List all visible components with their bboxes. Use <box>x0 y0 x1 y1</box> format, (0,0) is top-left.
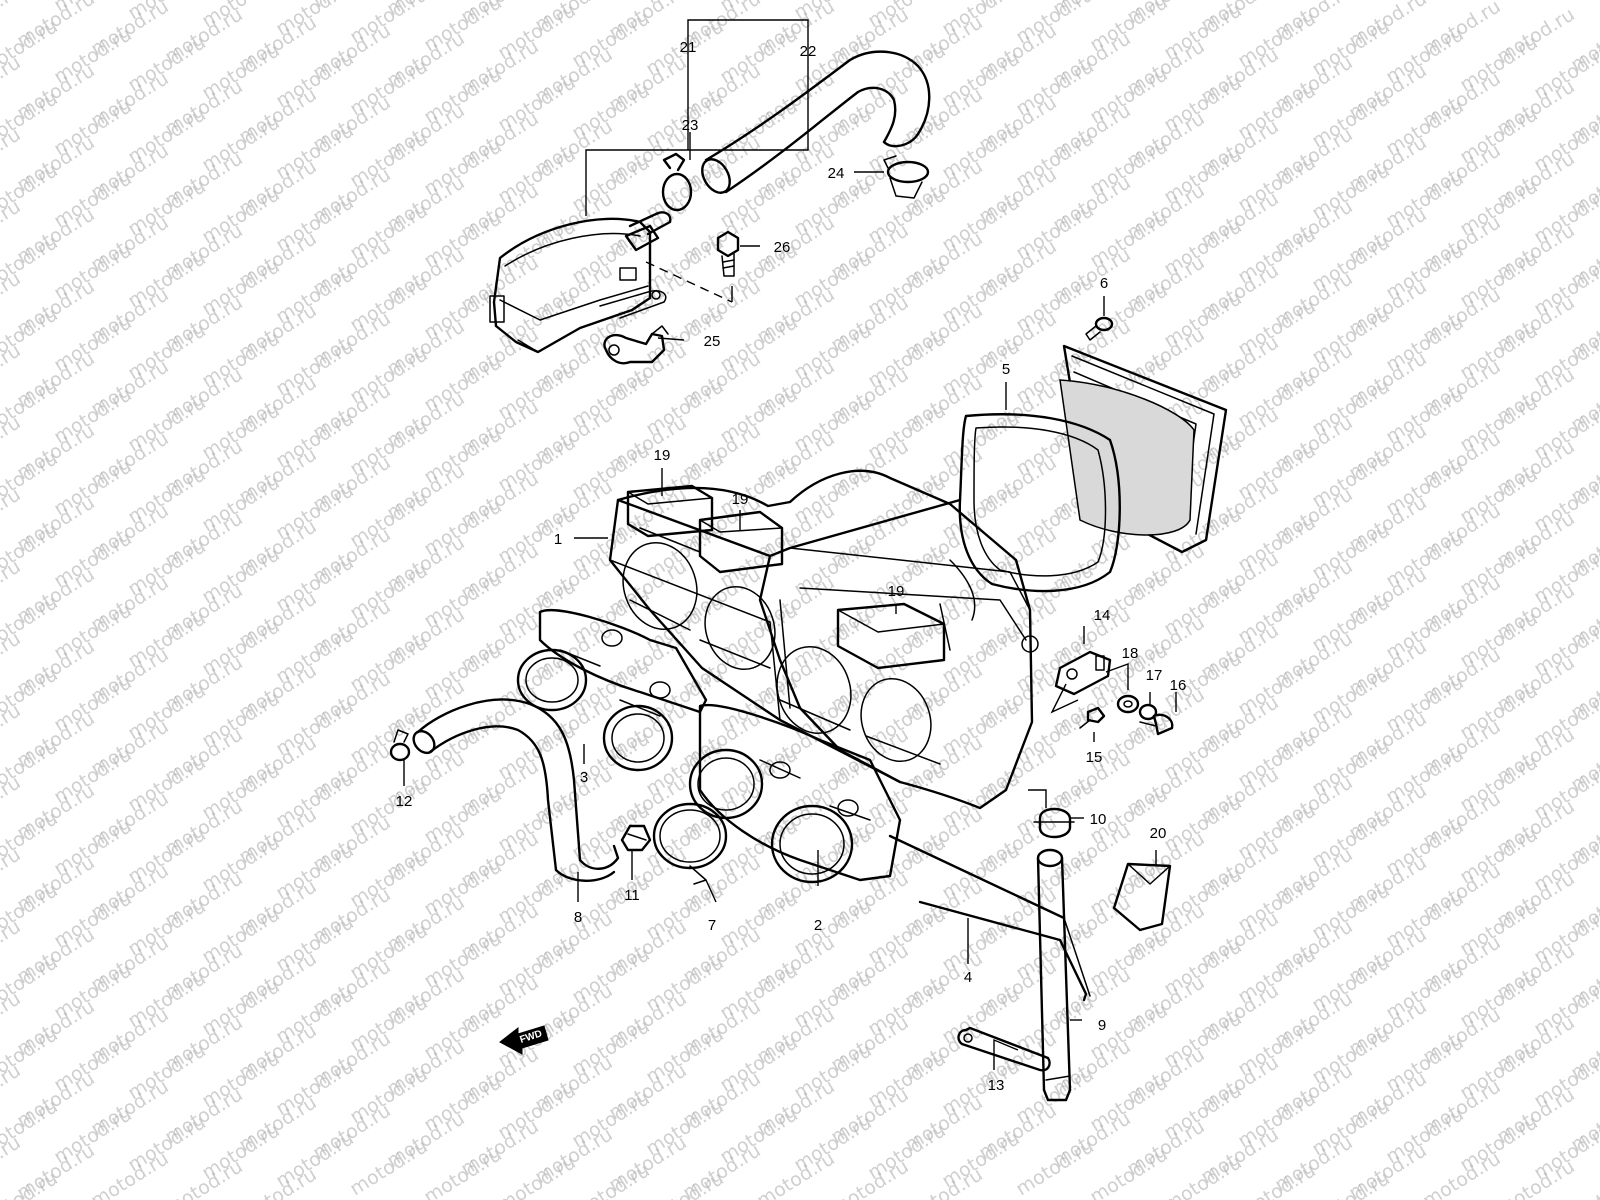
callout-11: 11 <box>624 887 640 904</box>
watermark-text: motod.ru <box>1234 1159 1320 1200</box>
callout-14: 14 <box>1094 607 1111 624</box>
callout-3: 3 <box>580 769 588 786</box>
callout-19-b: 19 <box>732 491 749 508</box>
callout-19-c: 19 <box>888 583 905 600</box>
watermark-text: motod.ru <box>420 1143 506 1200</box>
callout-8: 8 <box>574 909 582 926</box>
callout-23: 23 <box>682 117 699 134</box>
callout-22: 22 <box>800 43 817 60</box>
callout-13: 13 <box>988 1077 1005 1094</box>
callout-21: 21 <box>680 39 697 56</box>
callout-2: 2 <box>814 917 822 934</box>
watermark-text: motod.ru <box>346 1135 432 1200</box>
callout-19-a: 19 <box>654 447 671 464</box>
callout-15: 15 <box>1086 749 1103 766</box>
watermark-text: motod.ru <box>0 1167 62 1200</box>
watermark-text: motod.ru <box>1012 1135 1098 1200</box>
callout-26: 26 <box>774 239 791 256</box>
callout-9: 9 <box>1098 1017 1106 1034</box>
callout-10: 10 <box>1090 811 1107 828</box>
callout-7: 7 <box>708 917 716 934</box>
callout-4: 4 <box>964 969 972 986</box>
callout-5: 5 <box>1002 361 1010 378</box>
watermark-text: motod.ru <box>494 1151 580 1200</box>
callout-16: 16 <box>1170 677 1187 694</box>
callout-17: 17 <box>1146 667 1163 684</box>
watermark-text: motod.ru <box>1086 1143 1172 1200</box>
callout-20: 20 <box>1150 825 1167 842</box>
callout-6: 6 <box>1100 275 1108 292</box>
grommet-18 <box>1116 694 1140 714</box>
callout-1: 1 <box>554 531 562 548</box>
callout-18: 18 <box>1122 645 1139 662</box>
callout-12: 12 <box>396 793 413 810</box>
watermark-text: motod.ru <box>1160 1151 1246 1200</box>
watermark-text: motod.ru <box>568 1159 654 1200</box>
callout-24: 24 <box>828 165 845 182</box>
callout-25: 25 <box>704 333 721 350</box>
